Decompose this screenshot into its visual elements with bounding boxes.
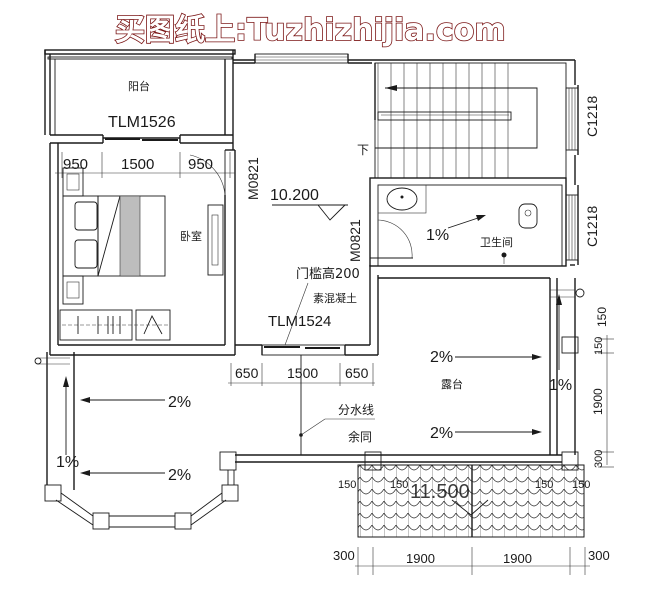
bathroom-label: 卫生间 (480, 235, 513, 249)
left-terrace-gutter-slope: 1% (56, 454, 79, 471)
hall-dim-1: 650 (235, 365, 259, 381)
right-dim-2: 150 (593, 337, 605, 355)
same-rest-label: 余同 (348, 429, 372, 444)
bedroom-dim-2: 1500 (121, 156, 154, 173)
bottom-dim-1: 300 (333, 548, 355, 563)
roof-dim-2: 150 (390, 479, 408, 491)
threshold-note: 门槛高200 (296, 266, 360, 282)
left-terrace-slope-1: 2% (168, 394, 191, 411)
roof-dim-1: 150 (338, 479, 356, 491)
staircase (374, 62, 567, 179)
roof-elevation: 11.500 (410, 481, 470, 503)
bedroom-dim-1: 950 (63, 156, 88, 173)
hall-elevation: 10.200 (270, 187, 319, 204)
window-stair (565, 87, 579, 151)
divide-line (299, 355, 375, 455)
roof-tiles (357, 464, 585, 538)
terrace (219, 277, 585, 471)
window-label-bath: C1218 (584, 206, 600, 247)
bottom-dim-3: 1900 (503, 551, 532, 566)
hall-door-label: M0821 (347, 219, 363, 262)
note-leader (284, 282, 309, 346)
balcony-door (50, 134, 233, 144)
divide-line-label: 分水线 (338, 403, 374, 417)
bedroom-walls (49, 143, 236, 356)
watermark: 买图纸上:Tuzhizhijia.com (115, 13, 506, 48)
window-label-stair: C1218 (584, 96, 600, 137)
bed (62, 167, 166, 305)
hall-dim-3: 650 (345, 365, 369, 381)
bedroom-label: 卧室 (180, 229, 202, 243)
bottom-dimension-line (355, 547, 590, 575)
elevation-marker-hall (272, 204, 348, 221)
terrace-label: 露台 (441, 377, 463, 391)
bedroom-dim-3: 950 (188, 156, 213, 173)
right-dim-3: 1900 (591, 388, 605, 415)
hall-walls (235, 265, 379, 356)
terrace-slope-2: 2% (430, 425, 453, 442)
window-bath (565, 194, 579, 261)
bedroom-dimension-line (55, 152, 235, 178)
bedroom-door-label: M0821 (245, 157, 261, 200)
left-terrace-slope-2: 2% (168, 467, 191, 484)
bathroom (369, 177, 567, 267)
right-dim-4: 300 (593, 450, 605, 468)
tv-cabinet (207, 204, 224, 276)
hall-bottom-dimension-line (228, 363, 375, 386)
terrace-slope-1: 2% (430, 349, 453, 366)
wardrobe (59, 309, 171, 341)
right-dimension-line (598, 335, 614, 468)
hall-door-bottom-label: TLM1524 (268, 313, 331, 330)
stair-down-label: 下 (357, 143, 369, 157)
material-note: 素混凝土 (313, 291, 357, 305)
roof-dim-4: 150 (572, 479, 590, 491)
left-terrace (34, 352, 239, 530)
bathroom-slope: 1% (426, 227, 449, 244)
roof-dim-3: 150 (535, 479, 553, 491)
hall-dim-2: 1500 (287, 365, 318, 381)
balcony-door-label: TLM1526 (108, 114, 176, 131)
bottom-dim-4: 300 (588, 548, 610, 563)
balcony-label: 阳台 (128, 79, 150, 93)
bottom-dim-2: 1900 (406, 551, 435, 566)
terrace-gutter-slope: 1% (549, 377, 572, 394)
right-dim-1: 150 (595, 307, 609, 327)
